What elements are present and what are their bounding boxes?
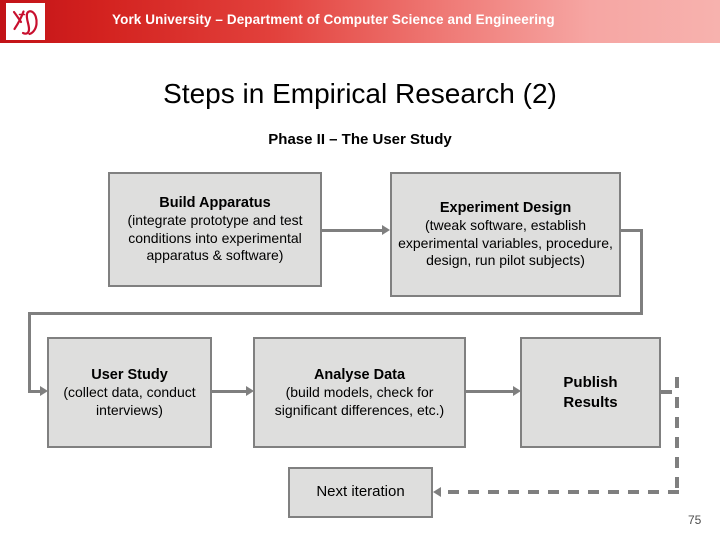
page-title: Steps in Empirical Research (2) — [163, 78, 557, 109]
header-band: York University – Department of Computer… — [0, 0, 720, 43]
arrow-head-analyse-to-publish — [513, 386, 521, 396]
connector-build-to-design — [322, 229, 384, 232]
connector-user-study-to-analyse — [212, 390, 249, 393]
flow-box-detail: (tweak software, establish experimental … — [398, 217, 613, 269]
dashed-connector-right-down — [675, 377, 679, 494]
flow-box-title: Analyse Data — [313, 366, 406, 383]
flow-box-detail: (build models, check for significant dif… — [274, 384, 445, 418]
connector-design-right-stub — [621, 229, 643, 232]
connector-design-long-left — [28, 312, 643, 315]
flow-box-user-study[interactable]: User Study (collect data, conduct interv… — [47, 337, 212, 448]
dashed-connector-publish-right — [661, 390, 679, 394]
arrow-head-build-to-design — [382, 225, 390, 235]
flow-box-detail: (integrate prototype and test conditions… — [127, 212, 303, 264]
connector-left-down — [28, 312, 31, 392]
flow-box-title: Build Apparatus — [159, 194, 271, 211]
york-university-logo-icon — [6, 3, 45, 40]
flow-box-analyse-data[interactable]: Analyse Data (build models, check for si… — [253, 337, 466, 448]
flow-box-title: User Study — [91, 366, 168, 383]
header-title: York University – Department of Computer… — [112, 12, 555, 27]
arrow-head-into-user-study — [40, 386, 48, 396]
page-number: 75 — [688, 513, 702, 527]
flow-box-detail: (collect data, conduct interviews) — [63, 384, 196, 418]
flow-box-detail: Next iteration — [316, 483, 405, 501]
dashed-connector-to-next-iteration — [441, 490, 679, 494]
flow-box-title: Experiment Design — [439, 199, 572, 216]
connector-design-down — [640, 229, 643, 315]
flow-box-experiment-design[interactable]: Experiment Design (tweak software, estab… — [390, 172, 621, 297]
page-subtitle: Phase II – The User Study — [268, 131, 452, 148]
arrow-head-user-study-to-analyse — [246, 386, 254, 396]
connector-analyse-to-publish — [466, 390, 516, 393]
flow-box-next-iteration[interactable]: Next iteration — [288, 467, 433, 518]
flow-box-build-apparatus[interactable]: Build Apparatus (integrate prototype and… — [108, 172, 322, 287]
connector-into-user-study — [28, 390, 43, 393]
arrow-head-into-next-iteration — [433, 487, 441, 497]
